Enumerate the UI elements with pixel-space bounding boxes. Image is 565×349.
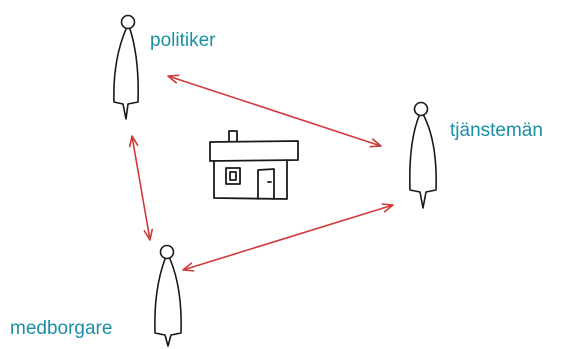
arrow-medborgare-tjansteman (182, 203, 394, 272)
tjansteman-label: tjänstemän (450, 120, 543, 141)
tjansteman-figure-icon (409, 101, 437, 209)
politiker-figure-icon (113, 14, 139, 120)
politiker-label: politiker (150, 30, 216, 51)
arrow-politiker-medborgare (128, 135, 154, 241)
arrow-politiker-tjansteman (167, 74, 382, 148)
medborgare-figure-icon (154, 244, 182, 347)
medborgare-label: medborgare (10, 318, 112, 339)
house-icon (209, 130, 299, 200)
